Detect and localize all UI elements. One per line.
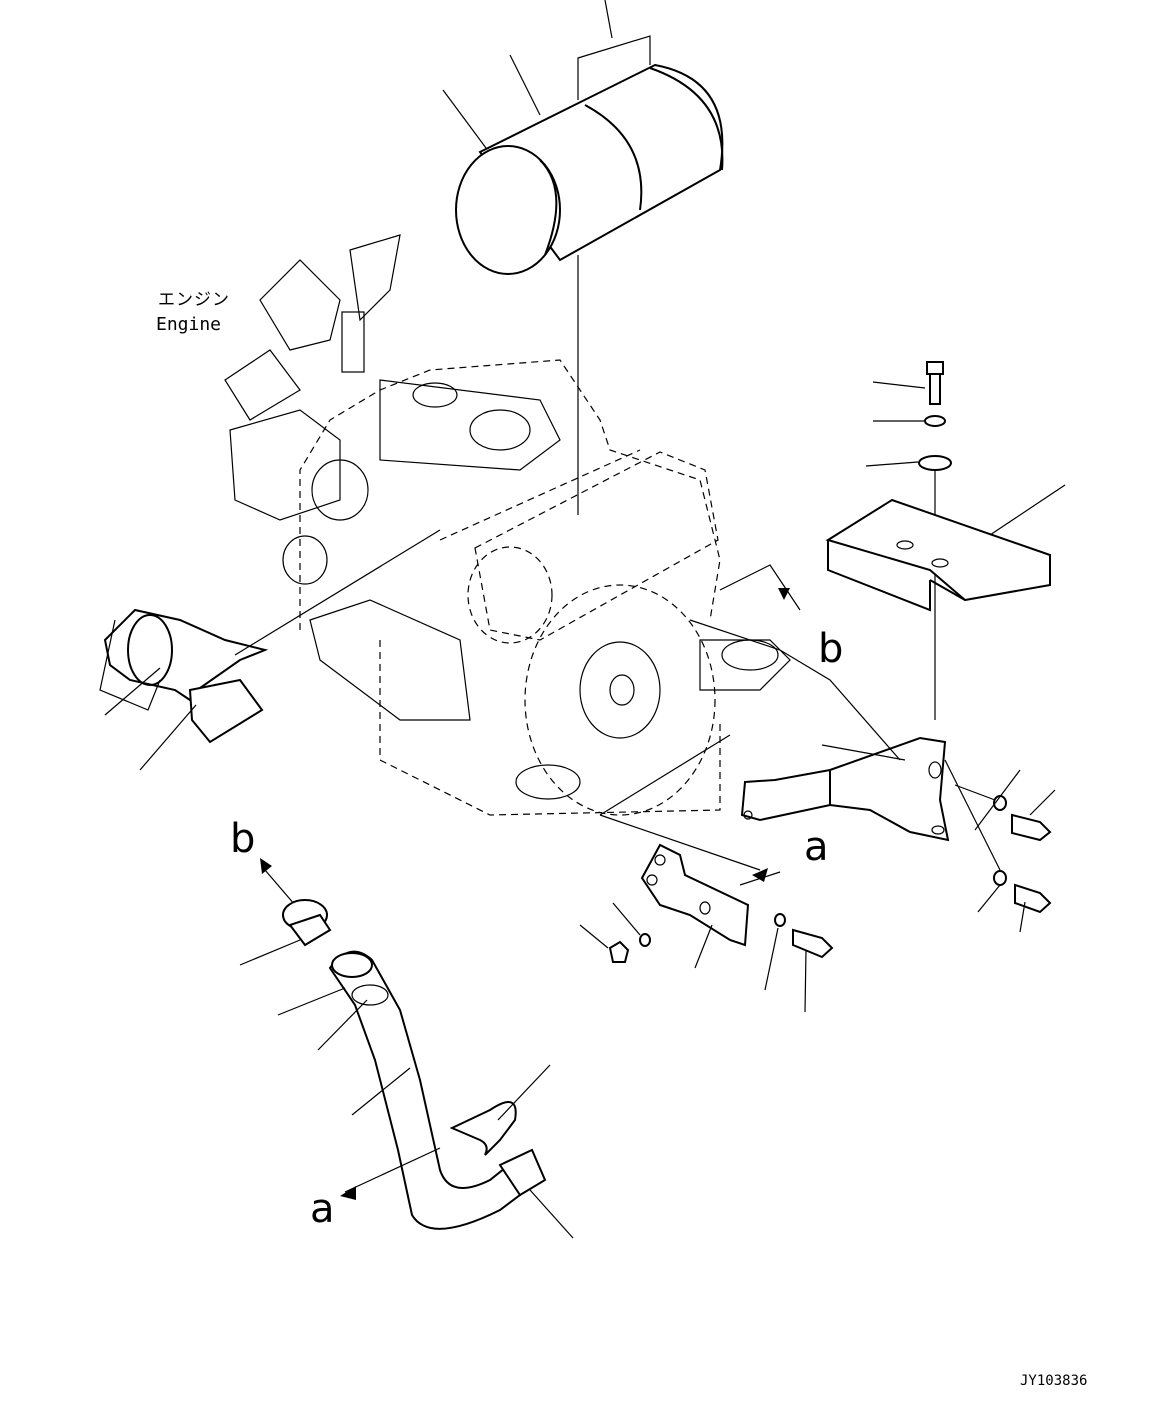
engine-label-en: Engine xyxy=(156,314,221,335)
ref-label-a-bottom: a xyxy=(310,1186,335,1232)
air-cleaner xyxy=(442,0,724,515)
mounting-bracket xyxy=(689,619,950,842)
ref-label-b-left: b xyxy=(230,816,255,862)
reference-b-lower: b xyxy=(230,816,296,906)
hose-assembly: a xyxy=(277,950,574,1239)
reference-b-upper: b xyxy=(719,564,843,672)
middle-fasteners xyxy=(579,902,834,1013)
ref-label-a-mid: a xyxy=(804,824,829,870)
engine-block xyxy=(224,234,791,816)
exhaust-cover xyxy=(99,529,441,771)
hose-clamp xyxy=(239,899,332,966)
drawing-id: JY103836 xyxy=(1020,1373,1087,1389)
middle-bracket: a xyxy=(599,734,829,947)
heat-shield-bracket xyxy=(825,484,1066,612)
upper-right-fasteners xyxy=(865,361,952,720)
engine-label-jp: エンジン xyxy=(158,290,230,310)
right-fasteners xyxy=(944,759,1056,933)
ref-label-b-top: b xyxy=(818,626,843,672)
